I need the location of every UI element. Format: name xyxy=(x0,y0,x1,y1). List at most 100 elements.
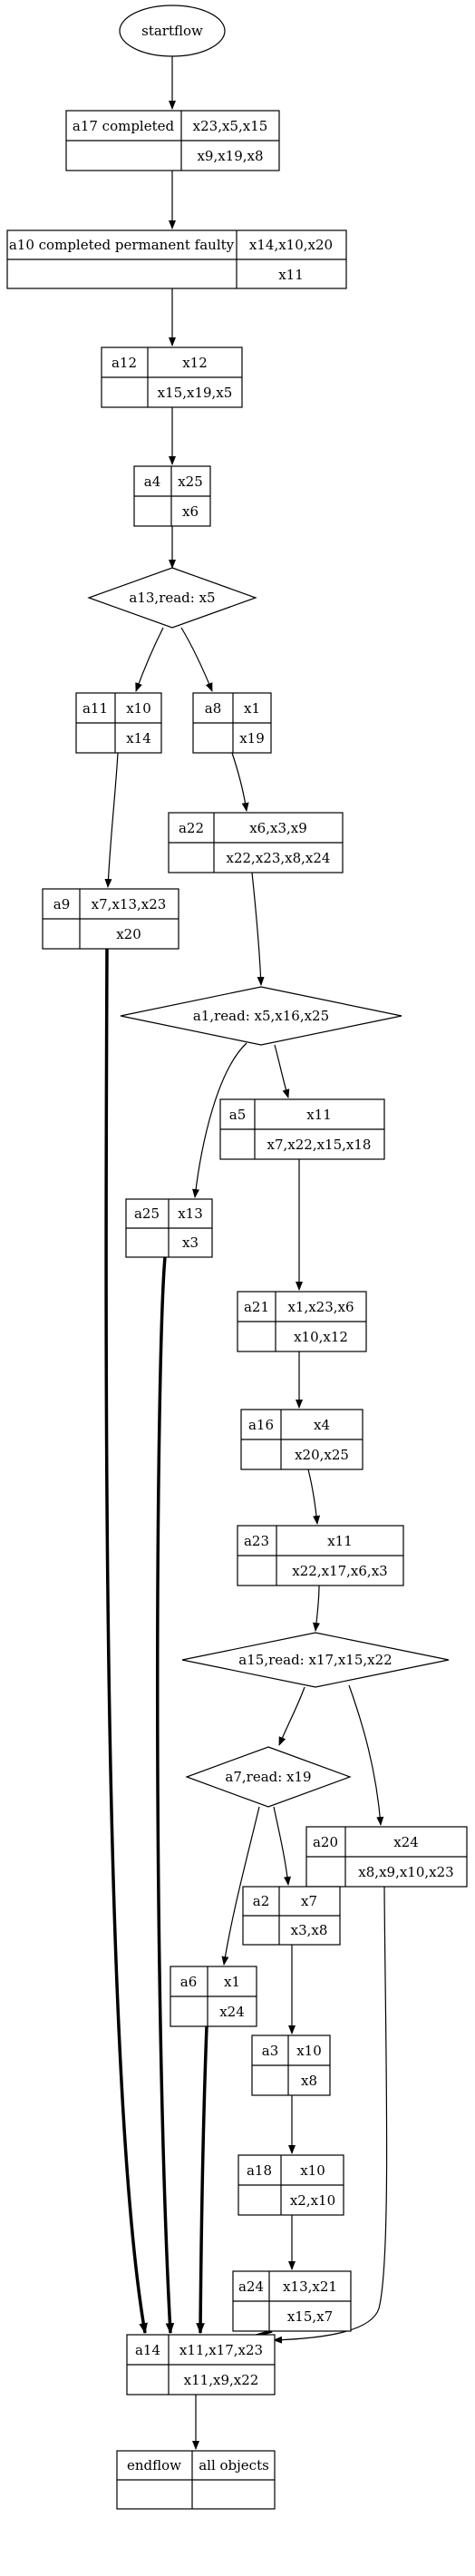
record-node-a20: a20 x24 x8,x9,x10,x23 xyxy=(305,1826,468,1888)
record-name: a6 xyxy=(180,1974,198,1990)
record-node-a5: a5 x11 x7,x22,x15,x18 xyxy=(219,1098,385,1160)
record-name: a12 xyxy=(111,355,137,371)
record-outputs: x22,x17,x6,x3 xyxy=(292,1563,387,1579)
record-name: a24 xyxy=(238,2278,264,2295)
record-inputs: x1 xyxy=(224,1974,240,1990)
edge-a15-a7 xyxy=(278,1686,305,1746)
edge-a1-a25 xyxy=(192,1042,247,1198)
record-inputs: x6,x3,x9 xyxy=(249,820,307,836)
record-outputs: x20 xyxy=(116,926,141,942)
record-inputs: x11 xyxy=(327,1533,353,1549)
edge-a6-a14 xyxy=(196,2025,208,2335)
record-inputs: x24 xyxy=(393,1834,419,1850)
record-inputs: x7,x13,x23 xyxy=(92,896,167,912)
record-node-a6: a6 x1 x24 xyxy=(170,1966,257,2027)
edge-a8-a22 xyxy=(231,752,249,812)
decision-node-a15: a15,read: x17,x15,x22 xyxy=(181,1632,450,1688)
decision-node-a1: a1,read: x5,x16,x25 xyxy=(120,986,402,1046)
record-outputs: x6 xyxy=(182,503,199,520)
decision-label: a7,read: x19 xyxy=(225,1769,311,1785)
record-name: a25 xyxy=(134,1205,160,1222)
decision-label: a15,read: x17,x15,x22 xyxy=(238,1652,392,1668)
record-outputs: x8,x9,x10,x23 xyxy=(358,1864,453,1880)
record-name: a9 xyxy=(53,896,71,912)
edge-a23-a15 xyxy=(313,1585,320,1632)
record-name: a3 xyxy=(262,2043,279,2059)
record-name: a14 xyxy=(135,2342,160,2358)
record-inputs: x1 xyxy=(244,700,260,717)
record-outputs: x19 xyxy=(239,730,265,746)
edge-a16-a23 xyxy=(307,1469,321,1525)
record-node-a18: a18 x10 x2,x10 xyxy=(238,2154,344,2216)
record-inputs: x12 xyxy=(182,355,208,371)
edge-a7-a2 xyxy=(273,1806,292,1886)
record-node-a22: a22 x6,x3,x9 x22,x23,x8,x24 xyxy=(168,812,344,873)
record-node-a4: a4 x25 x6 xyxy=(133,465,211,527)
edge-a22-a1 xyxy=(251,872,265,986)
decision-node-a13: a13,read: x5 xyxy=(87,567,257,629)
record-inputs: x11 xyxy=(306,1107,332,1123)
record-name: a17 completed xyxy=(73,118,175,134)
record-inputs: x13 xyxy=(178,1205,203,1222)
record-name: a21 xyxy=(244,1299,269,1315)
record-node-a12: a12 x12 x15,x19,x5 xyxy=(101,346,243,408)
record-name: a2 xyxy=(253,1893,270,1909)
record-node-a3: a3 x10 x8 xyxy=(251,2034,331,2096)
edge-a20-a14 xyxy=(273,1886,388,2344)
edge-a25-a14 xyxy=(155,1256,175,2335)
all-objects-label: all objects xyxy=(199,2457,269,2474)
record-node-a8: a8 x1 x19 xyxy=(192,692,272,754)
record-inputs: x1,x23,x6 xyxy=(287,1299,354,1315)
record-inputs: x14,x10,x20 xyxy=(249,237,333,253)
edge-a13-a11 xyxy=(135,627,164,692)
record-inputs: x13,x21 xyxy=(283,2278,337,2295)
record-node-a25: a25 x13 x3 xyxy=(125,1198,213,1258)
startflow-label: startflow xyxy=(141,23,203,39)
record-outputs: x15,x7 xyxy=(287,2308,333,2325)
record-outputs: x3,x8 xyxy=(291,1922,328,1938)
record-outputs: x11,x9,x22 xyxy=(184,2372,259,2388)
record-inputs: x23,x5,x15 xyxy=(193,118,268,134)
record-node-a21: a21 x1,x23,x6 x10,x12 xyxy=(237,1291,367,1352)
record-inputs: x10 xyxy=(300,2162,325,2179)
record-node-a2: a2 x7 x3,x8 xyxy=(242,1886,341,1946)
decision-label: a1,read: x5,x16,x25 xyxy=(193,1008,329,1024)
record-name: a10 completed permanent faulty xyxy=(9,237,235,253)
record-node-a23: a23 x11 x22,x17,x6,x3 xyxy=(237,1525,404,1586)
edge-a7-a6 xyxy=(221,1806,260,1966)
record-outputs: x9,x19,x8 xyxy=(197,148,263,164)
endflow-label: endflow xyxy=(127,2457,181,2474)
record-inputs: x11,x17,x23 xyxy=(179,2342,263,2358)
record-outputs: x22,x23,x8,x24 xyxy=(227,850,331,866)
record-inputs: x10 xyxy=(296,2043,322,2059)
record-node-a14: a14 x11,x17,x23 x11,x9,x22 xyxy=(126,2334,276,2395)
record-outputs: x3 xyxy=(182,1234,199,1251)
edge-a9-a14 xyxy=(104,948,148,2335)
record-node-a24: a24 x13,x21 x15,x7 xyxy=(232,2270,352,2332)
record-outputs: x15,x19,x5 xyxy=(158,385,233,401)
record-name: a20 xyxy=(313,1834,338,1850)
record-name: a16 xyxy=(248,1417,274,1433)
record-outputs: x7,x22,x15,x18 xyxy=(267,1137,372,1153)
record-outputs: x11 xyxy=(278,267,304,283)
decision-label: a13,read: x5 xyxy=(129,590,215,606)
edge-a13-a8 xyxy=(180,627,213,692)
record-node-a16: a16 x4 x20,x25 xyxy=(240,1409,364,1470)
record-node-a10: a10 completed permanent faulty x14,x10,x… xyxy=(6,229,347,289)
edge-a1-a5 xyxy=(274,1044,290,1098)
record-outputs: x2,x10 xyxy=(290,2192,335,2209)
record-inputs: x25 xyxy=(178,473,203,490)
edge-a11-a9 xyxy=(104,752,119,888)
record-node-a9: a9 x7,x13,x23 x20 xyxy=(42,888,179,950)
decision-node-a7: a7,read: x19 xyxy=(185,1746,352,1808)
record-outputs: x14 xyxy=(126,730,151,746)
record-name: a4 xyxy=(144,473,161,490)
record-name: a5 xyxy=(229,1107,247,1123)
record-outputs: x10,x12 xyxy=(294,1329,348,1345)
record-outputs: x24 xyxy=(219,2004,245,2020)
record-inputs: x4 xyxy=(314,1417,330,1433)
edges xyxy=(104,56,388,2450)
record-name: a11 xyxy=(82,700,108,717)
record-inputs: x10 xyxy=(126,700,151,717)
